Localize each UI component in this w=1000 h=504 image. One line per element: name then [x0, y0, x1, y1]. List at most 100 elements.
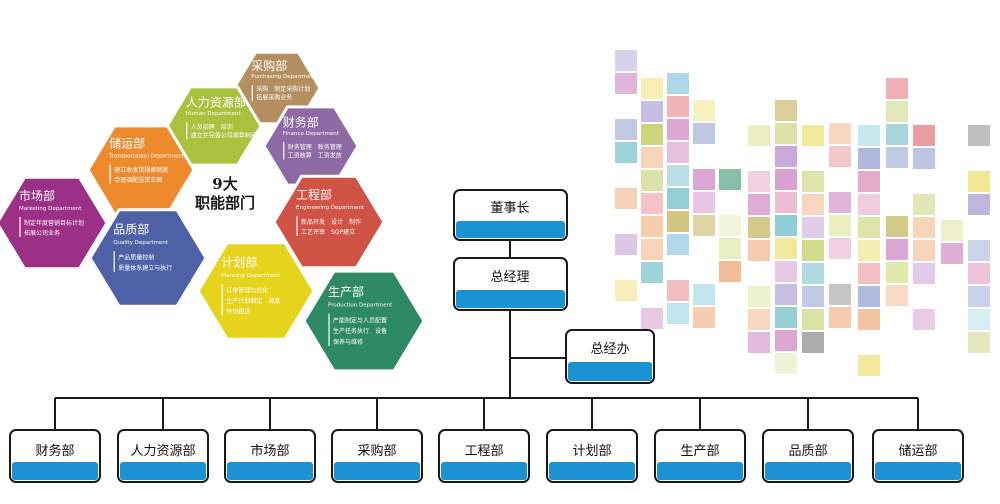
hexagon-duty-line: 制定年度营销目标计划	[24, 219, 84, 227]
mosaic-tile	[775, 307, 797, 328]
mosaic-tile	[748, 309, 770, 330]
mosaic-tile	[615, 280, 637, 301]
hexagon-duty-line: 拓展公司业务	[24, 229, 60, 237]
hexagon-duty-line: 建立并完善公司规章制度	[191, 131, 257, 139]
mosaic-tile	[748, 286, 770, 307]
hexagon-duty-line: 新品开发 设计 制作	[301, 218, 361, 226]
mosaic-tile	[968, 194, 990, 215]
hexagon-subtitle: Production Department	[328, 303, 393, 309]
hexagon-duty-line: 保养与维修	[333, 338, 363, 346]
mosaic-tile	[802, 263, 824, 284]
hexagon-duty-line: 合理调配送货车辆	[114, 176, 162, 184]
mosaic-tile	[968, 240, 990, 261]
mosaic-tile	[693, 100, 715, 121]
mosaic-tile	[858, 194, 880, 215]
hexagon-duty-line: 财务管理 账务管理	[288, 143, 342, 151]
mosaic-tile	[829, 146, 851, 167]
mosaic-tile	[719, 238, 741, 259]
mosaic-tile	[829, 192, 851, 213]
department-box-label: 生产部	[680, 444, 719, 459]
mosaic-tile	[693, 307, 715, 328]
department-box: 生产部	[654, 429, 746, 483]
mosaic-tile	[667, 165, 689, 186]
mosaic-tile	[913, 194, 935, 215]
mosaic-tile	[615, 188, 637, 209]
mosaic-tile	[641, 124, 663, 145]
hexagon-title: 市场部	[19, 188, 55, 203]
mosaic-tile	[775, 123, 797, 144]
hexagon-title: 生产部	[328, 284, 364, 299]
mosaic-tile	[913, 309, 935, 330]
mosaic-tile	[775, 192, 797, 213]
mosaic-tile	[802, 309, 824, 330]
mosaic-tile	[775, 284, 797, 305]
hexagon-duty-line: 拓展采购业务	[256, 93, 292, 101]
department-box-label: 采购部	[357, 443, 396, 459]
department-box-label: 储运部	[898, 444, 937, 459]
mosaic-tile	[667, 73, 689, 94]
gm-office-box: 总经办	[565, 329, 655, 384]
mosaic-tile	[941, 243, 963, 264]
department-box-label: 财务部	[35, 443, 74, 459]
department-box-label: 人力资源部	[130, 444, 195, 459]
mosaic-tile	[886, 239, 908, 260]
hexagon-duty-line: 质量体系建立与执行	[118, 264, 172, 272]
department-box-label: 品质部	[788, 444, 827, 459]
hexagon-duty-line: 生产计划制定 调度	[226, 297, 280, 305]
hexagon-duty-line: 外协跟进	[226, 308, 250, 316]
mosaic-tile	[667, 303, 689, 324]
mosaic-tile	[641, 147, 663, 168]
mosaic-tile	[641, 262, 663, 283]
hexagon-subtitle: Engineering Department	[296, 205, 365, 211]
mosaic-tile	[802, 286, 824, 307]
mosaic-tile	[615, 142, 637, 163]
mosaic-tile	[615, 234, 637, 255]
mosaic-tile	[968, 171, 990, 192]
hexagon-duty-line: 建立收发货规章制度	[114, 166, 168, 174]
mosaic-tile	[641, 193, 663, 214]
mosaic-tile	[913, 240, 935, 261]
hexagon-subtitle: Human Department	[186, 111, 242, 117]
general-manager-box: 总经理	[453, 257, 568, 311]
department-box: 财务部	[9, 429, 101, 483]
mosaic-tile	[693, 123, 715, 144]
mosaic-tile	[968, 125, 990, 146]
mosaic-tile	[667, 119, 689, 140]
mosaic-tile	[775, 100, 797, 121]
mosaic-tile	[641, 101, 663, 122]
hexagon-subtitle: Quality Department	[113, 240, 169, 246]
mosaic-tile	[775, 330, 797, 351]
mosaic-tile	[719, 169, 741, 190]
hexagon-title: 采购部	[251, 58, 287, 73]
mosaic-tile	[615, 50, 637, 71]
department-box-label: 市场部	[250, 443, 289, 459]
mosaic-tile	[775, 238, 797, 259]
hexagon-duty-line: 工资核算 工资发放	[288, 151, 342, 159]
mosaic-tile	[802, 171, 824, 192]
mosaic-tile	[829, 123, 851, 144]
mosaic-tile	[641, 239, 663, 260]
mosaic-tile	[693, 192, 715, 213]
department-box-label: 工程部	[464, 444, 503, 459]
hexagon-subtitle: Transportation Department	[108, 153, 185, 159]
mosaic-tile	[858, 240, 880, 261]
chairman-label: 董事长	[490, 201, 529, 216]
mosaic-tile	[858, 263, 880, 284]
mosaic-tile	[748, 171, 770, 192]
hexagon-shape	[0, 175, 109, 271]
department-box: 人力资源部	[117, 429, 209, 483]
mosaic-tile	[693, 169, 715, 190]
hexagon-title: 计划部	[221, 255, 257, 270]
hexagon-duty-line: 产能制定与人员配置	[333, 316, 387, 324]
mosaic-tile	[693, 215, 715, 236]
mosaic-tile	[693, 284, 715, 305]
hexagon-subtitle: Finance Department	[283, 131, 340, 137]
mosaic-tile	[829, 238, 851, 259]
mosaic-tile	[941, 220, 963, 241]
mosaic-tile	[667, 234, 689, 255]
